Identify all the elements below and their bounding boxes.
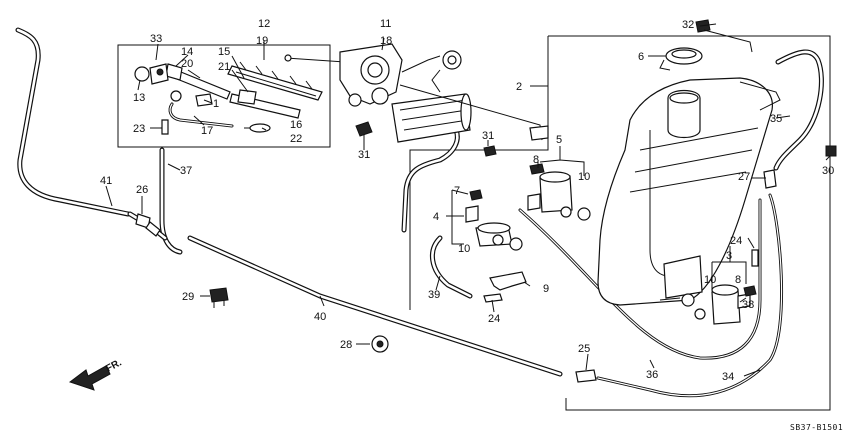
callout-19: 19 bbox=[256, 35, 268, 47]
callout-24: 24 bbox=[488, 313, 500, 325]
front-washer-hose-41 bbox=[15, 27, 131, 217]
callout-41: 41 bbox=[100, 175, 112, 187]
washer-pump-4 bbox=[465, 205, 523, 251]
joint-24 bbox=[483, 249, 759, 303]
callout-2: 2 bbox=[516, 81, 522, 93]
washer-tank bbox=[597, 77, 781, 307]
front-direction-arrow-icon: FR. bbox=[68, 357, 124, 391]
callout-16: 16 bbox=[290, 119, 302, 131]
callout-35: 35 bbox=[770, 113, 782, 125]
washer-hose-40 bbox=[187, 235, 563, 377]
callout-12: 12 bbox=[258, 18, 270, 30]
callout-10c: 10 bbox=[704, 274, 716, 286]
callout-7: 7 bbox=[454, 185, 460, 197]
callout-8: 8 bbox=[533, 154, 539, 166]
washer-hose-34 bbox=[596, 193, 784, 398]
callout-28: 28 bbox=[340, 339, 352, 351]
callout-38: 38 bbox=[742, 299, 754, 311]
callout-40: 40 bbox=[314, 311, 326, 323]
wiper-blade-group-box bbox=[117, 44, 331, 148]
washer-hose-37 bbox=[127, 147, 183, 255]
callout-36: 36 bbox=[646, 369, 658, 381]
callout-5: 5 bbox=[556, 134, 562, 146]
callout-1: 1 bbox=[213, 98, 219, 110]
callout-9: 9 bbox=[543, 283, 549, 295]
callout-3: 3 bbox=[726, 250, 732, 262]
callout-23: 23 bbox=[133, 123, 145, 135]
nozzle-1 bbox=[170, 90, 213, 107]
washer-pump-3 bbox=[694, 284, 751, 325]
washer-hose-36 bbox=[518, 198, 762, 360]
joint-25 bbox=[575, 369, 597, 383]
callout-25: 25 bbox=[578, 343, 590, 355]
callout-4: 4 bbox=[433, 211, 439, 223]
callout-17: 17 bbox=[201, 125, 213, 137]
grommet-7-8 bbox=[469, 163, 757, 297]
leader-lines bbox=[105, 23, 831, 377]
bolt-31-left bbox=[355, 121, 373, 144]
washer-hose-39 bbox=[430, 235, 473, 299]
clip-30 bbox=[825, 145, 837, 157]
clip-16-22 bbox=[244, 123, 271, 133]
callout-6: 6 bbox=[638, 51, 644, 63]
callout-22: 22 bbox=[290, 133, 302, 145]
callout-32: 32 bbox=[682, 19, 694, 31]
callout-8b: 8 bbox=[735, 274, 741, 286]
callout-39: 39 bbox=[428, 289, 440, 301]
callout-29: 29 bbox=[182, 291, 194, 303]
callout-10: 10 bbox=[578, 171, 590, 183]
hose-joint-26 bbox=[135, 213, 161, 237]
callout-31: 31 bbox=[358, 149, 370, 161]
callout-labels: 1 2 3 4 5 6 7 8 8 9 10 10 10 11 12 13 14… bbox=[100, 18, 834, 383]
drawing-code: SB37-B1501 bbox=[790, 423, 843, 432]
callout-37: 37 bbox=[180, 165, 192, 177]
wiper-motor-assembly bbox=[284, 43, 549, 143]
joint-23 bbox=[161, 119, 169, 135]
callout-30: 30 bbox=[822, 165, 834, 177]
wiper-hose bbox=[401, 127, 460, 233]
wiper-blade-19 bbox=[227, 61, 323, 101]
washer-pump-5 bbox=[527, 171, 591, 221]
callout-18: 18 bbox=[380, 35, 392, 47]
clip-29 bbox=[209, 287, 229, 308]
callout-10b: 10 bbox=[458, 243, 470, 255]
callout-27: 27 bbox=[738, 171, 750, 183]
direction-label: FR. bbox=[104, 357, 124, 374]
wiper-blade-15-21 bbox=[229, 89, 301, 119]
callout-13: 13 bbox=[133, 92, 145, 104]
tank-cap-6 bbox=[659, 47, 703, 71]
callout-21: 21 bbox=[218, 61, 230, 73]
callout-15: 15 bbox=[218, 46, 230, 58]
hose-17 bbox=[168, 102, 234, 128]
pivot-cap-13 bbox=[134, 63, 169, 85]
callout-20: 20 bbox=[181, 58, 193, 70]
callout-26: 26 bbox=[136, 184, 148, 196]
bolt-31-right bbox=[483, 145, 497, 157]
callout-11: 11 bbox=[380, 18, 391, 30]
clip-28 bbox=[371, 335, 389, 353]
callout-14: 14 bbox=[181, 46, 193, 58]
callout-24b: 24 bbox=[730, 235, 742, 247]
joint-27 bbox=[763, 169, 777, 189]
callout-33: 33 bbox=[150, 33, 162, 45]
washer-pump-group-box bbox=[409, 35, 831, 411]
callout-31b: 31 bbox=[482, 130, 494, 142]
washer-hose-35 bbox=[773, 49, 824, 171]
bracket-9 bbox=[489, 271, 527, 291]
callout-34: 34 bbox=[722, 371, 734, 383]
